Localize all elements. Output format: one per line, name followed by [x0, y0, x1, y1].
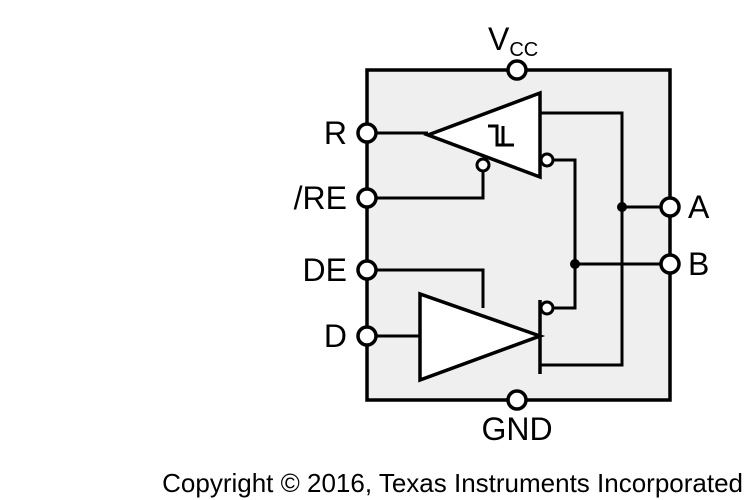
gnd-label: GND — [481, 411, 552, 447]
pin-d — [356, 325, 378, 347]
receiver-triangle — [423, 90, 542, 180]
r-label: R — [324, 115, 347, 151]
junction-dot-a — [617, 202, 627, 212]
pin-de — [356, 259, 378, 281]
vcc-label: VCC — [488, 21, 538, 61]
internal-wiring — [375, 111, 662, 367]
receiver — [423, 90, 555, 180]
driver — [418, 291, 555, 383]
junction-dot-b — [570, 259, 580, 269]
receiver-enable-bubble — [475, 157, 491, 173]
schmitt-trigger-icon — [488, 124, 514, 147]
pin-b — [659, 253, 681, 275]
pin-r — [356, 122, 378, 144]
pin-vcc — [506, 59, 528, 81]
a-label: A — [688, 189, 710, 225]
re-label: /RE — [294, 180, 347, 216]
driver-triangle — [418, 291, 546, 383]
pin-gnd — [506, 389, 528, 411]
copyright-text: Copyright © 2016, Texas Instruments Inco… — [162, 468, 743, 498]
receiver-inverting-input-bubble — [539, 152, 555, 168]
pin-re — [356, 187, 378, 209]
de-label: DE — [303, 252, 347, 288]
pin-a — [659, 196, 681, 218]
d-label: D — [324, 318, 347, 354]
b-label: B — [688, 246, 709, 282]
driver-inverting-output-bubble — [539, 300, 555, 316]
